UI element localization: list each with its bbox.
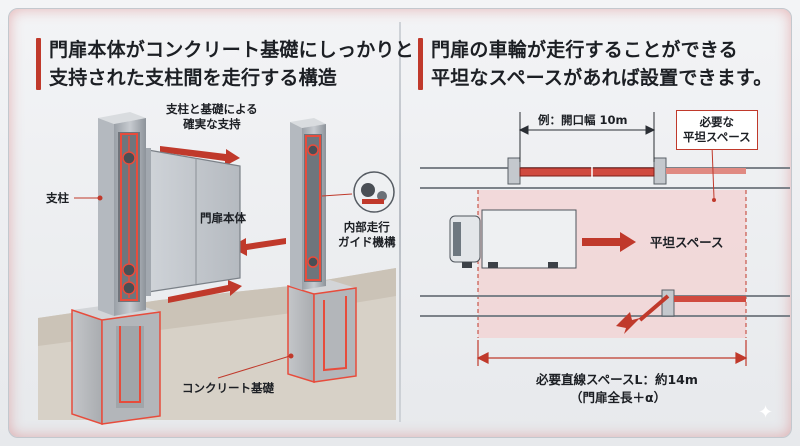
required-flat-space-callout: 必要な 平坦スペース (676, 110, 758, 150)
right-post (290, 118, 326, 290)
outer-frame (8, 8, 792, 438)
left-heading-line-2: 支持された支柱間を走行する構造 (49, 67, 338, 89)
left-panel-illustration (38, 112, 396, 426)
right-heading-line-2: 平坦なスペースがあれば設置できます。 (431, 67, 773, 89)
right-concrete-foundation (287, 280, 357, 384)
guide-mechanism-detail (321, 171, 395, 213)
left-heading-accent-bar (36, 38, 41, 90)
right-heading-accent-bar (418, 38, 423, 90)
sparkle-icon: ✦ (758, 402, 774, 423)
travel-arrows (160, 146, 286, 303)
concrete-foundation-label: コンクリート基礎 (182, 381, 274, 395)
gate-body-label: 門扉本体 (200, 211, 246, 225)
panel-divider (399, 22, 401, 422)
inner-guide-label-line-1: 内部走行 (343, 220, 390, 234)
left-leader-lines (74, 195, 294, 379)
flat-space-label: 平坦スペース (650, 235, 724, 250)
left-heading-line-1: 門扉本体がコンクリート基礎にしっかりと (49, 39, 414, 61)
left-post (98, 112, 146, 316)
right-heading: 門扉の車輪が走行することができる 平坦なスペースがあれば設置できます。 (418, 38, 772, 90)
support-foundation-label-line-1: 支柱と基礎による (166, 102, 258, 116)
inner-guide-label: 内部走行 ガイド機構 (338, 220, 396, 250)
required-flat-space-line-2: 平坦スペース (683, 130, 751, 144)
required-flat-space-line-1: 必要な (699, 115, 735, 129)
opening-width-label: 例：開口幅 10m (538, 113, 628, 127)
gate-panel (143, 148, 241, 296)
support-foundation-label-line-2: 確実な支持 (183, 117, 241, 131)
inner-guide-label-line-2: ガイド機構 (338, 235, 396, 249)
required-linear-space-label: 必要直線スペースL：約14m (536, 372, 698, 387)
gate-total-length-label: （門扉全長＋α） (570, 390, 667, 405)
left-heading: 門扉本体がコンクリート基礎にしっかりと 支持された支柱間を走行する構造 (36, 38, 414, 90)
post-label: 支柱 (46, 191, 69, 205)
right-heading-line-1: 門扉の車輪が走行することができる (431, 39, 738, 61)
left-concrete-foundation (71, 302, 161, 426)
support-foundation-label: 支柱と基礎による 確実な支持 (166, 102, 258, 132)
